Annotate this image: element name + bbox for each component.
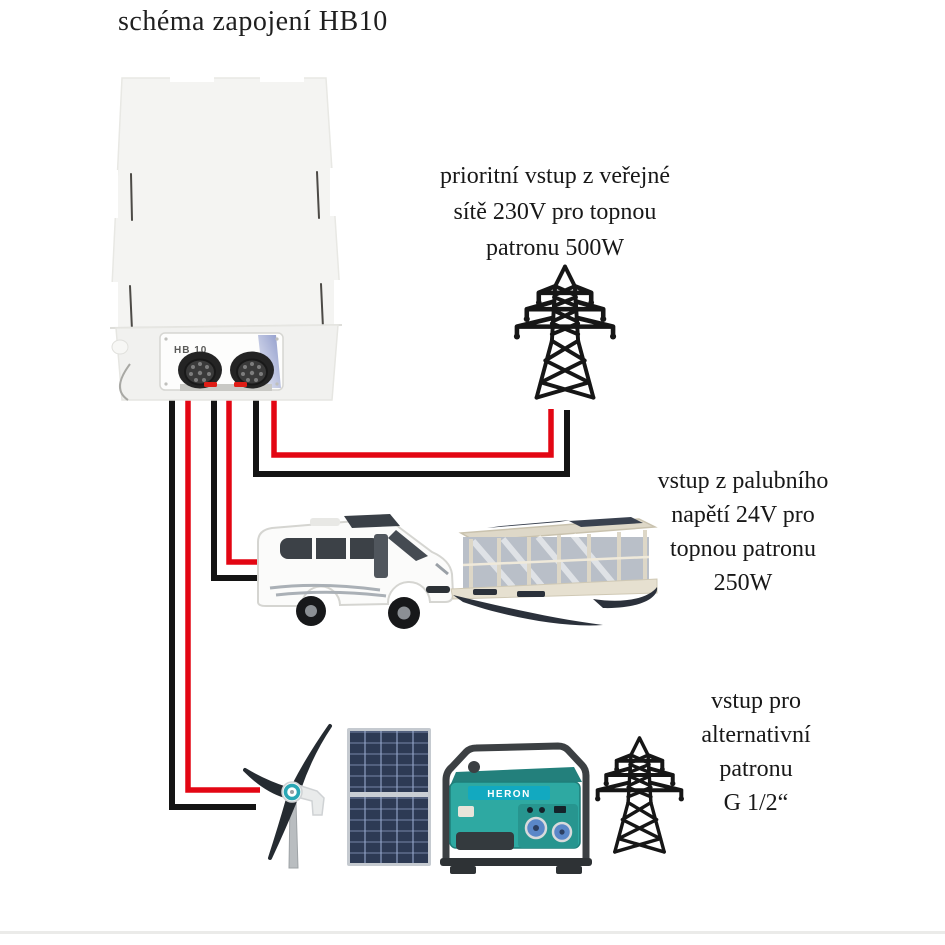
label-line: vstup pro [711,688,801,714]
connector-dial-left [178,351,222,389]
hb10-boiler-unit: HB 10 [100,70,350,401]
label-line: G 1/2“ [723,790,789,816]
power-pylon-icon [506,260,624,402]
solar-panel-icon [347,728,431,866]
panel-label: HB 10 [174,345,207,356]
generator-brand-label: HERON [487,789,531,800]
wire-black-onboard [211,394,263,581]
label-line: napětí 24V pro [671,502,815,528]
label-line: patronu 500W [486,235,624,261]
bottom-divider [0,931,945,934]
side-knob [111,339,129,355]
label-line: 250W [713,570,773,596]
houseboat-icon [450,517,658,626]
wind-turbine-icon [243,724,332,869]
label-onboard-input: vstup z palubního napětí 24V pro topnou … [618,464,868,600]
power-pylon-icon [592,720,687,868]
wire-red-onboard [226,394,263,565]
label-line: sítě 230V pro topnou [453,199,657,225]
label-alternative-input: vstup pro alternativní patronu G 1/2“ [650,684,862,820]
label-line: patronu [719,756,793,782]
label-line: vstup z palubního [657,468,829,494]
camper-van-icon [257,514,455,629]
cable [119,363,131,401]
wire-black-alternative [169,394,256,810]
label-line: alternativní [701,722,811,748]
generator-icon: HERON [440,742,592,874]
page-title: schéma zapojení HB10 [118,6,388,37]
label-grid-input: prioritní vstup z veřejné sítě 230V pro … [405,158,705,266]
wire-black-grid [253,394,570,477]
label-line: topnou patronu [670,536,816,562]
wire-red-grid [271,394,554,458]
control-panel: HB 10 [159,332,284,391]
connector-dial-right [230,351,274,389]
wire-red-alternative [185,394,260,793]
label-line: prioritní vstup z veřejné [440,163,670,189]
